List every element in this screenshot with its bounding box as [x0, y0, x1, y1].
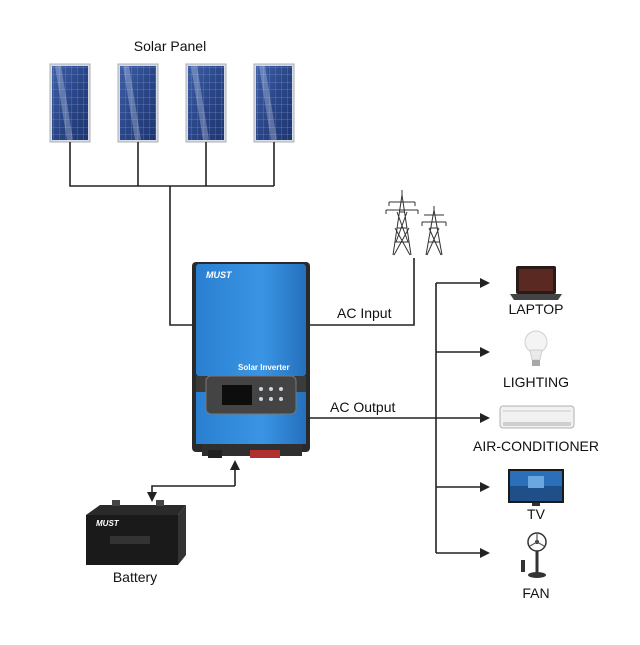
ac-output-wiring — [308, 278, 490, 558]
solar-panel-2 — [117, 63, 159, 143]
load-label-lighting: LIGHTING — [502, 374, 570, 390]
power-tower-icon — [385, 190, 447, 256]
solar-panel-3 — [185, 63, 227, 143]
inverter-brand: MUST — [206, 270, 232, 280]
battery-wiring — [147, 460, 240, 502]
battery-brand: MUST — [96, 519, 119, 528]
battery-icon — [86, 500, 186, 565]
solar-panel-1 — [49, 63, 91, 143]
load-label-fan: FAN — [522, 585, 550, 601]
ac-input-label: AC Input — [337, 305, 392, 321]
panel-wiring — [69, 142, 275, 326]
laptop-icon — [510, 266, 562, 300]
inverter-model: Solar Inverter — [238, 363, 290, 372]
inverter-unit — [192, 262, 310, 458]
ac-input-line — [308, 258, 415, 326]
fan-icon — [521, 532, 547, 578]
battery-label: Battery — [112, 569, 158, 585]
solar-panel-label: Solar Panel — [133, 38, 207, 54]
load-label-laptop: LAPTOP — [508, 301, 564, 317]
solar-panel-4 — [253, 63, 295, 143]
load-label-tv: TV — [527, 506, 545, 522]
ac-output-label: AC Output — [330, 399, 396, 415]
air-conditioner-icon — [499, 405, 575, 429]
light-bulb-icon — [524, 330, 548, 366]
tv-icon — [508, 469, 564, 506]
load-label-air-conditioner: AIR-CONDITIONER — [473, 438, 599, 454]
